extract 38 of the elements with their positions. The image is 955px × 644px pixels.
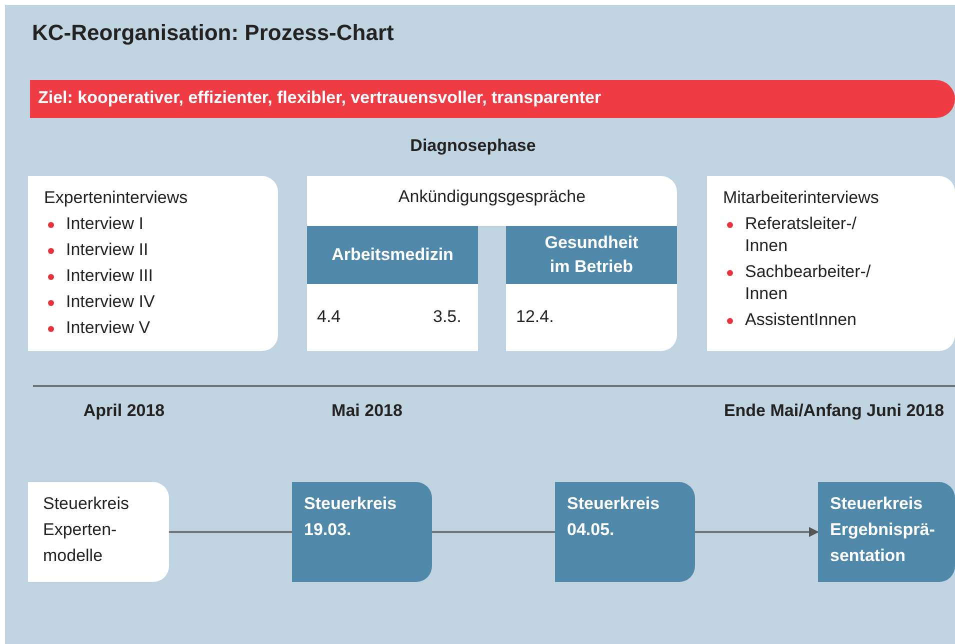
list-item: AssistentInnen (723, 309, 875, 331)
diagram-title: KC-Reorganisation: Prozess-Chart (32, 20, 394, 46)
date-text: 12.4. (516, 306, 554, 328)
date-label: Mai 2018 (332, 401, 402, 421)
date-label: April 2018 (83, 401, 165, 421)
step-text: Steuerkreis Ergebnisprä- sentation (830, 493, 936, 567)
step-box (555, 482, 695, 582)
connector-line (432, 531, 555, 533)
column (307, 226, 478, 351)
phase-label: Diagnosephase (410, 136, 536, 156)
group-card (307, 176, 677, 351)
list-item: Interview IV (44, 291, 262, 313)
step-box (292, 482, 432, 582)
start-box (28, 482, 169, 582)
list-item: Referatsleiter-/ Innen (723, 213, 875, 257)
list-item: Sachbearbeiter-/ Innen (723, 261, 875, 305)
arrow (695, 527, 819, 537)
column (506, 226, 677, 351)
list-item: Interview II (44, 239, 262, 261)
date-text: 4.4 (317, 306, 341, 328)
step-text: Steuerkreis 04.05. (567, 493, 661, 541)
date-text: 3.5. (433, 306, 462, 328)
goal-banner (30, 80, 955, 118)
step-box (818, 482, 955, 582)
step-text: Steuerkreis 19.03. (304, 493, 398, 541)
column-header: Arbeitsmedizin (307, 226, 478, 284)
connector-line (169, 531, 292, 533)
list-card (28, 176, 278, 351)
goal-text: Ziel: kooperativer, effizienter, flexibler, vertrauensvoller, transparenter (38, 88, 602, 108)
list-item: Interview III (44, 265, 262, 287)
column-header: Gesundheit im Betrieb (506, 226, 677, 284)
list-card (707, 176, 955, 351)
date-label: Ende Mai/Anfang Juni 2018 (724, 401, 944, 421)
list-item: Interview I (44, 213, 262, 235)
step-text: Steuerkreis Experten- modelle (43, 493, 130, 567)
card-heading: Experteninterviews (44, 187, 189, 209)
list-item: Interview V (44, 317, 262, 339)
card-heading: Ankündigungsgespräche (397, 186, 587, 208)
